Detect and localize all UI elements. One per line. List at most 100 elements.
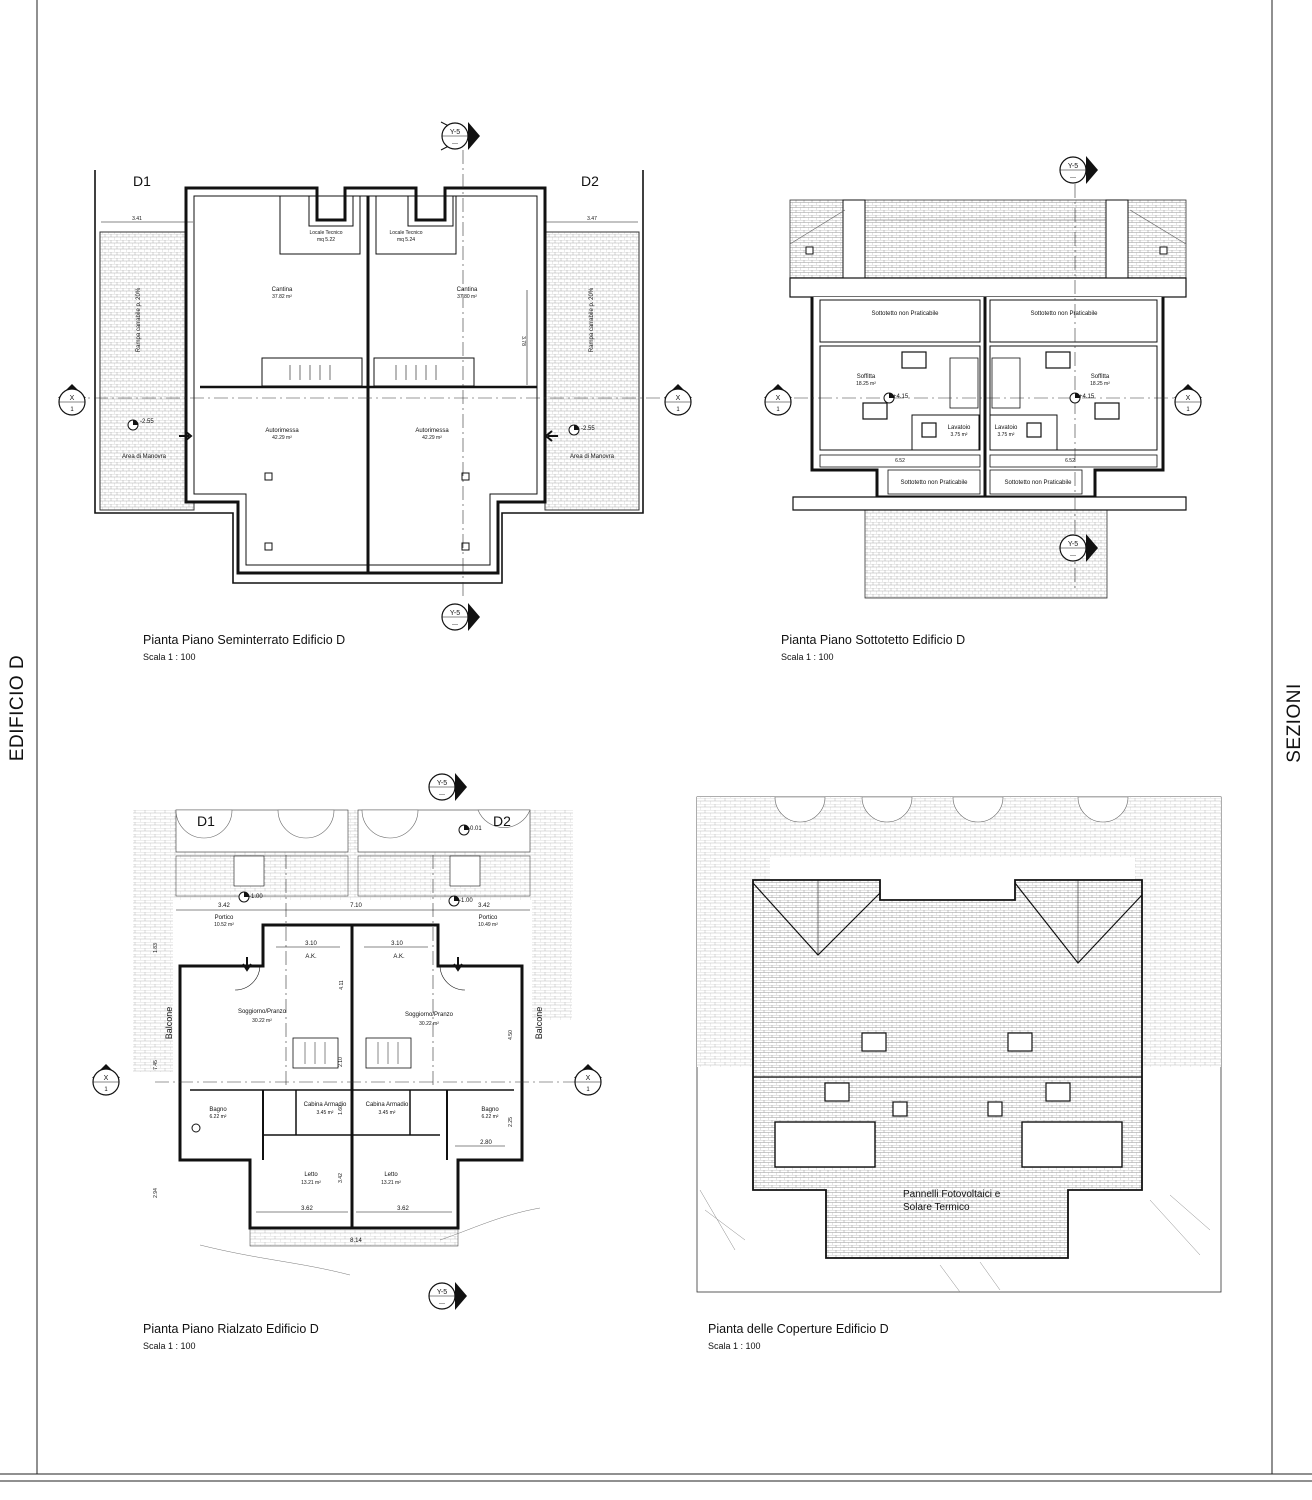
dim-height: 3.78: [520, 336, 526, 346]
svg-text:Y-5: Y-5: [437, 780, 447, 787]
dim-j: 1.60: [338, 1105, 344, 1115]
svg-text:1: 1: [586, 1087, 590, 1093]
closet-left-area: 3.45 m²: [317, 1110, 334, 1116]
loft-right-area: 18.25 m²: [1090, 381, 1110, 387]
attic-plan: Sottotetto non Praticabile Sottotetto no…: [770, 160, 1200, 599]
section-marker-x-attic-left: X 1: [764, 384, 792, 416]
svg-text:X: X: [1186, 395, 1191, 402]
level-left: -2.55: [140, 419, 154, 425]
basement-plan-title: Pianta Piano Seminterrato Edificio D: [143, 633, 346, 647]
laundry-left: Lavatoio: [948, 425, 971, 431]
dim-f: 4.11: [339, 980, 345, 990]
roof-plan-title: Pianta delle Coperture Edificio D: [708, 1322, 889, 1336]
svg-text:Y-5: Y-5: [1068, 541, 1078, 548]
svg-text:---: ---: [1070, 553, 1076, 559]
attic-nonwalk-3: Sottotetto non Praticabile: [900, 480, 968, 486]
balcony-right: Balcone: [534, 1007, 544, 1040]
roof-plan-scale: Scala 1 : 100: [708, 1341, 761, 1351]
svg-text:---: ---: [439, 792, 445, 798]
dim-b: 7.10: [350, 903, 362, 909]
cellar-left-area: 37.82 m²: [272, 294, 292, 300]
dim-d: 3.10: [305, 941, 317, 947]
garage-right: Autorimessa: [415, 428, 449, 434]
bath-right-area: 6.22 m²: [482, 1114, 499, 1120]
garage-left-area: 42.29 m²: [272, 435, 292, 441]
section-marker-y-ground-top: Y-5 ---: [428, 773, 467, 801]
dim-c: 3.42: [478, 903, 490, 909]
loft-left: Soffitta: [857, 374, 876, 380]
laundry-left-area: 3.75 m²: [951, 432, 968, 438]
porch-left: Portico: [215, 915, 234, 921]
ak-left: A.K.: [305, 954, 317, 960]
dim-right-width: 3.47: [587, 216, 597, 222]
level-right: -2.55: [581, 426, 595, 432]
dim-p: 3.62: [397, 1206, 409, 1212]
section-marker-y-ground-bottom: Y-5 ---: [428, 1282, 467, 1310]
ground-plan-scale: Scala 1 : 100: [143, 1341, 196, 1351]
svg-text:---: ---: [452, 141, 458, 147]
attic-nonwalk-1: Sottotetto non Praticabile: [871, 311, 939, 317]
svg-text:1: 1: [70, 407, 74, 413]
section-marker-x-basement-right: X 1: [664, 384, 692, 416]
loft-left-area: 18.25 m²: [856, 381, 876, 387]
living-right-area: 30.22 m²: [419, 1021, 439, 1027]
ramp-left: Rampa carrabile p. 20%: [136, 287, 142, 352]
section-marker-x-basement-left: X 1: [58, 384, 86, 416]
ground-level-right: -1.00: [459, 898, 473, 904]
svg-text:Y-5: Y-5: [450, 610, 460, 617]
dim-a: 3.42: [218, 903, 230, 909]
attic-nonwalk-4: Sottotetto non Praticabile: [1004, 480, 1072, 486]
attic-level-left: +4.15: [893, 394, 909, 400]
unit-d2-label: D2: [581, 173, 599, 189]
svg-text:1: 1: [676, 407, 680, 413]
ak-right: A.K.: [393, 954, 405, 960]
tech-room-right: Locale Tecnico: [390, 230, 423, 236]
bath-right: Bagno: [481, 1107, 499, 1113]
attic-plan-scale: Scala 1 : 100: [781, 652, 834, 662]
closet-left: Cabina Armadio: [304, 1102, 347, 1108]
dim-i: 2.10: [338, 1057, 344, 1067]
dim-h: 7.45: [153, 1060, 159, 1070]
svg-text:Y-5: Y-5: [437, 1289, 447, 1296]
laundry-right: Lavatoio: [995, 425, 1018, 431]
maneuver-right: Area di Manovra: [570, 454, 615, 460]
svg-text:X: X: [104, 1075, 109, 1082]
section-marker-x-ground-right: X 1: [574, 1064, 602, 1096]
svg-text:1: 1: [776, 407, 780, 413]
roof-panels-line2: Solare Termico: [903, 1202, 970, 1213]
ground-level-left: -1.00: [249, 894, 263, 900]
ground-level-top: -0.01: [468, 826, 482, 832]
svg-text:X: X: [586, 1075, 591, 1082]
dim-g: 4.50: [508, 1030, 514, 1040]
porch-right: Portico: [479, 915, 498, 921]
cellar-right: Cantina: [457, 287, 478, 293]
balcony-left: Balcone: [164, 1007, 174, 1040]
bed-left-area: 13.21 m²: [301, 1180, 321, 1186]
svg-text:X: X: [776, 395, 781, 402]
maneuver-left: Area di Manovra: [122, 454, 167, 460]
dim-m: 3.42: [338, 1173, 344, 1183]
bath-left: Bagno: [209, 1107, 227, 1113]
svg-text:X: X: [676, 395, 681, 402]
dim-k: 2.25: [508, 1117, 514, 1127]
roof-panels-line1: Pannelli Fotovoltaici e: [903, 1189, 1001, 1200]
porch-left-area: 10.52 m²: [214, 922, 234, 928]
dim-e: 3.10: [391, 941, 403, 947]
living-left-area: 30.22 m²: [252, 1018, 272, 1024]
svg-text:1: 1: [1186, 407, 1190, 413]
attic-plan-title: Pianta Piano Sottotetto Edificio D: [781, 633, 966, 647]
bed-left: Letto: [304, 1172, 318, 1178]
svg-text:Y-5: Y-5: [450, 129, 460, 136]
loft-right: Soffitta: [1091, 374, 1110, 380]
living-left: Soggiorno/Pranzo: [238, 1009, 287, 1015]
dim-l: 2.80: [480, 1140, 492, 1146]
svg-text:1: 1: [104, 1087, 108, 1093]
section-marker-x-ground-left: X 1: [92, 1064, 120, 1096]
ground-unit-d2: D2: [493, 813, 511, 829]
bed-right-area: 13.21 m²: [381, 1180, 401, 1186]
laundry-right-area: 3.75 m²: [998, 432, 1015, 438]
attic-dim-left: 6.52: [895, 458, 905, 464]
bath-left-area: 6.22 m²: [210, 1114, 227, 1120]
section-marker-y-attic-top: Y-5 ---: [1059, 156, 1098, 184]
ground-plan-title: Pianta Piano Rialzato Edificio D: [143, 1322, 319, 1336]
